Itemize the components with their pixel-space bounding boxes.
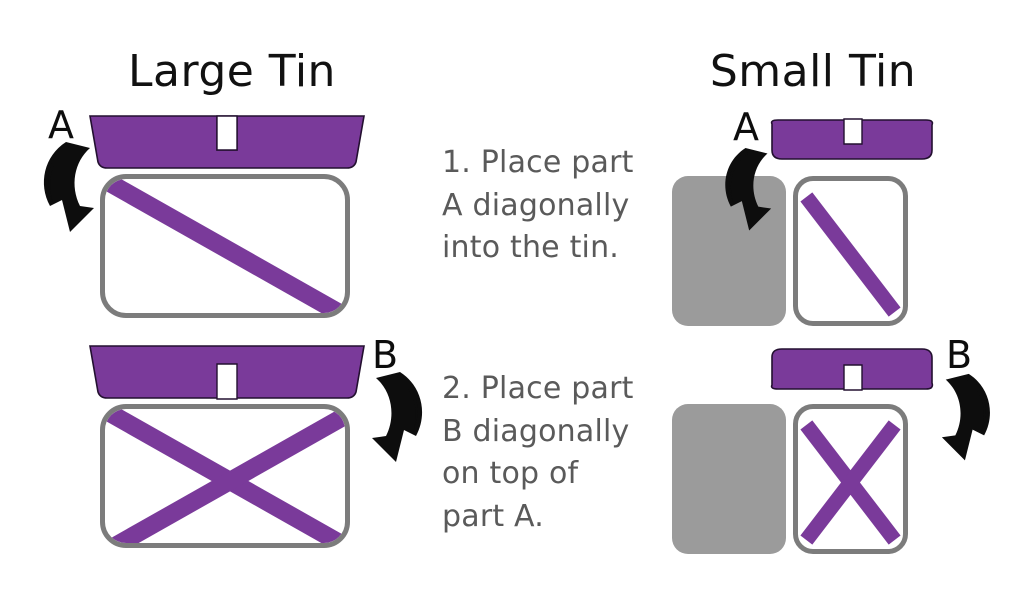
strap-a-small-step1 [800,192,901,317]
small-tin-gray-block-step2 [672,404,786,554]
large-tin-box-step1 [100,174,350,318]
letter-b-small: B [946,333,973,377]
large-tin-part-b [88,344,366,400]
small-tin-title: Small Tin [709,46,917,97]
instruction-step-2: 2. Place part B diagonally on top of par… [442,371,634,534]
letter-b-large: B [372,333,399,377]
small-tin-box-step1 [793,176,908,326]
small-tin-box-step2 [793,404,908,554]
letter-a-small: A [733,105,759,149]
arrow-a-large-icon [36,140,108,240]
strap-a-large-step1 [105,179,345,313]
small-tin-part-a [766,118,938,162]
large-tin-part-a [88,114,366,170]
large-tin-title: Large Tin [128,46,336,97]
large-tin-box-step2 [100,404,350,548]
letter-a-large: A [48,103,74,147]
arrow-b-small-icon [928,372,998,468]
arrow-b-large-icon [358,370,430,470]
small-tin-part-b [766,347,938,391]
instruction-step-1: 1. Place part A diagonally into the tin. [442,145,634,266]
arrow-a-small-icon [718,146,784,238]
